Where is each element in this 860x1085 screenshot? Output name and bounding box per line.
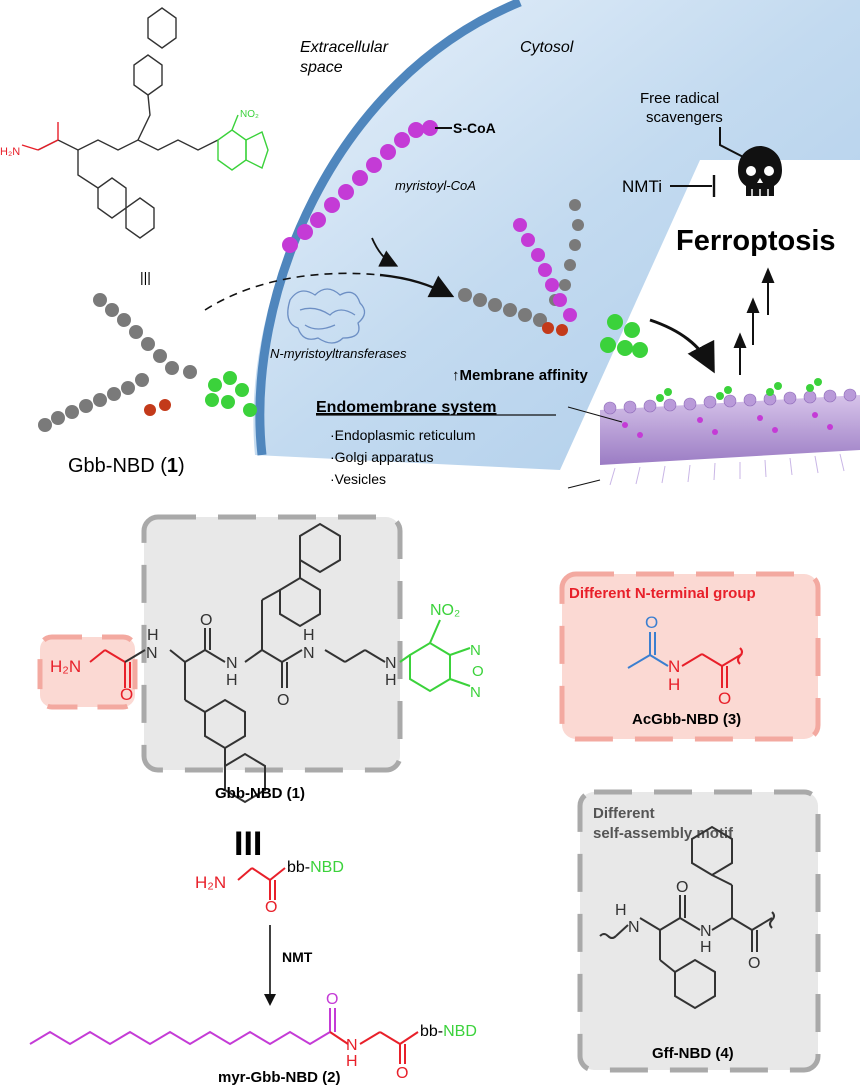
gff-caption: Gff-NBD (4) (652, 1045, 734, 1062)
cytosol-label: Cytosol (520, 39, 574, 56)
s-coa-label: S-CoA (453, 120, 496, 136)
n-atom-3: N (303, 645, 315, 662)
h-atom-4: H (385, 672, 397, 689)
h-atom-myr: H (346, 1053, 358, 1070)
acgbb-caption: AcGbb-NBD (3) (632, 711, 741, 728)
to-membrane-arrow (649, 318, 715, 374)
o-atom-magenta: O (326, 991, 338, 1008)
n-atom-2: N (226, 655, 238, 672)
endomembrane-item-vesicles: ·Vesicles (330, 471, 386, 487)
endomembrane-title: Endomembrane system (316, 399, 497, 416)
gbb-nbd-main-structure (89, 522, 471, 804)
gbb-nbd-structure-top (21, 7, 269, 239)
h2n-atom-top: H₂N (0, 146, 20, 158)
h-atom-gff-2: H (700, 939, 712, 956)
gff-box-title-2: self-assembly motif (593, 825, 734, 842)
upward-arrows (733, 267, 775, 375)
n-atom-gff-1: N (628, 919, 640, 936)
n-atom-green-2: N (470, 684, 481, 701)
n-atom-1: N (146, 645, 158, 662)
o-abbrev: O (265, 899, 277, 916)
membrane-affinity-label: ↑Membrane affinity (452, 367, 589, 384)
o-atom-gff-2: O (748, 955, 760, 972)
o-atom-red: O (120, 685, 133, 704)
h-atom-3: H (303, 627, 315, 644)
acgbb-structure (627, 632, 743, 688)
endomembrane-item-er: ·Endoplasmic reticulum (330, 427, 476, 443)
acgbb-box-title: Different N-terminal group (569, 585, 756, 602)
extracellular-label-2: space (300, 59, 343, 76)
o-atom-green: O (472, 663, 484, 680)
h-atom-2: H (226, 672, 238, 689)
o-atom-blue: O (645, 613, 658, 632)
cytosol-area (253, 0, 860, 470)
gbb-nbd-label-top: Gbb-NBD (1) (68, 455, 185, 477)
o-atom-1: O (200, 612, 212, 629)
skull-icon (738, 146, 782, 196)
ferroptosis-label: Ferroptosis (676, 225, 836, 257)
gbb-nbd-caption: Gbb-NBD (1) (215, 785, 305, 802)
coa-arrow (371, 237, 399, 267)
myristoyl-coa-label: myristoyl-CoA (395, 178, 476, 193)
equiv-symbol-top: ||| (140, 269, 151, 285)
h2n-atom: H₂N (50, 657, 81, 676)
myristoyl-coa-model (282, 120, 438, 253)
n-atom-green-1: N (470, 642, 481, 659)
no2-atom: NO₂ (430, 602, 460, 619)
cell-membrane-curve (255, 0, 522, 456)
bb-nbd-myr: bb-NBD (420, 1023, 477, 1040)
h2n-abbrev: H₂N (195, 873, 226, 892)
extracellular-label: Extracellular (300, 39, 389, 56)
gff-box-title-1: Different (593, 805, 655, 822)
o-atom-2: O (277, 692, 289, 709)
n-atom-myr: N (346, 1037, 358, 1054)
scavengers-label: scavengers (646, 109, 723, 126)
n-atom-4: N (385, 655, 397, 672)
o-atom-myr: O (396, 1065, 408, 1082)
nmti-label: NMTi (622, 177, 662, 196)
h-atom-gff-1: H (615, 902, 627, 919)
to-myr-arrow (379, 273, 455, 298)
nmt-enzyme-graphic (287, 288, 366, 344)
free-radical-label: Free radical (640, 90, 719, 107)
gff-structure (599, 825, 775, 1010)
o-atom-gff-1: O (676, 879, 688, 896)
h-atom-1: H (147, 627, 159, 644)
gbb-nbd-ball-model (38, 293, 257, 432)
n-atom-acgbb: N (668, 657, 680, 676)
o-atom-acgbb: O (718, 689, 731, 708)
endomembrane-item-golgi: ·Golgi apparatus (330, 449, 434, 465)
nmt-label: NMT (282, 949, 313, 965)
h-atom-acgbb: H (668, 675, 680, 694)
abbrev-structure (237, 867, 286, 900)
myr-caption: myr-Gbb-NBD (2) (218, 1069, 341, 1085)
gff-box (577, 789, 821, 1073)
equiv-symbol-bottom: III (234, 825, 262, 863)
cell-region (253, 0, 860, 470)
callout-line-bottom (567, 479, 601, 489)
acgbb-box (559, 571, 821, 742)
membrane-bilayer (600, 378, 860, 486)
myr-gbb-nbd-ball-model (458, 199, 648, 358)
no2-atom-top: NO₂ (240, 109, 259, 120)
nmt-enzyme-label: N-myristoyltransferases (270, 346, 407, 361)
callout-line-top (567, 406, 623, 423)
gbb-core-box (141, 514, 403, 773)
bb-nbd-abbrev: bb-NBD (287, 859, 344, 876)
n-atom-gff-2: N (700, 923, 712, 940)
myr-structure (29, 1008, 419, 1064)
nmt-arrow-head (264, 994, 276, 1006)
